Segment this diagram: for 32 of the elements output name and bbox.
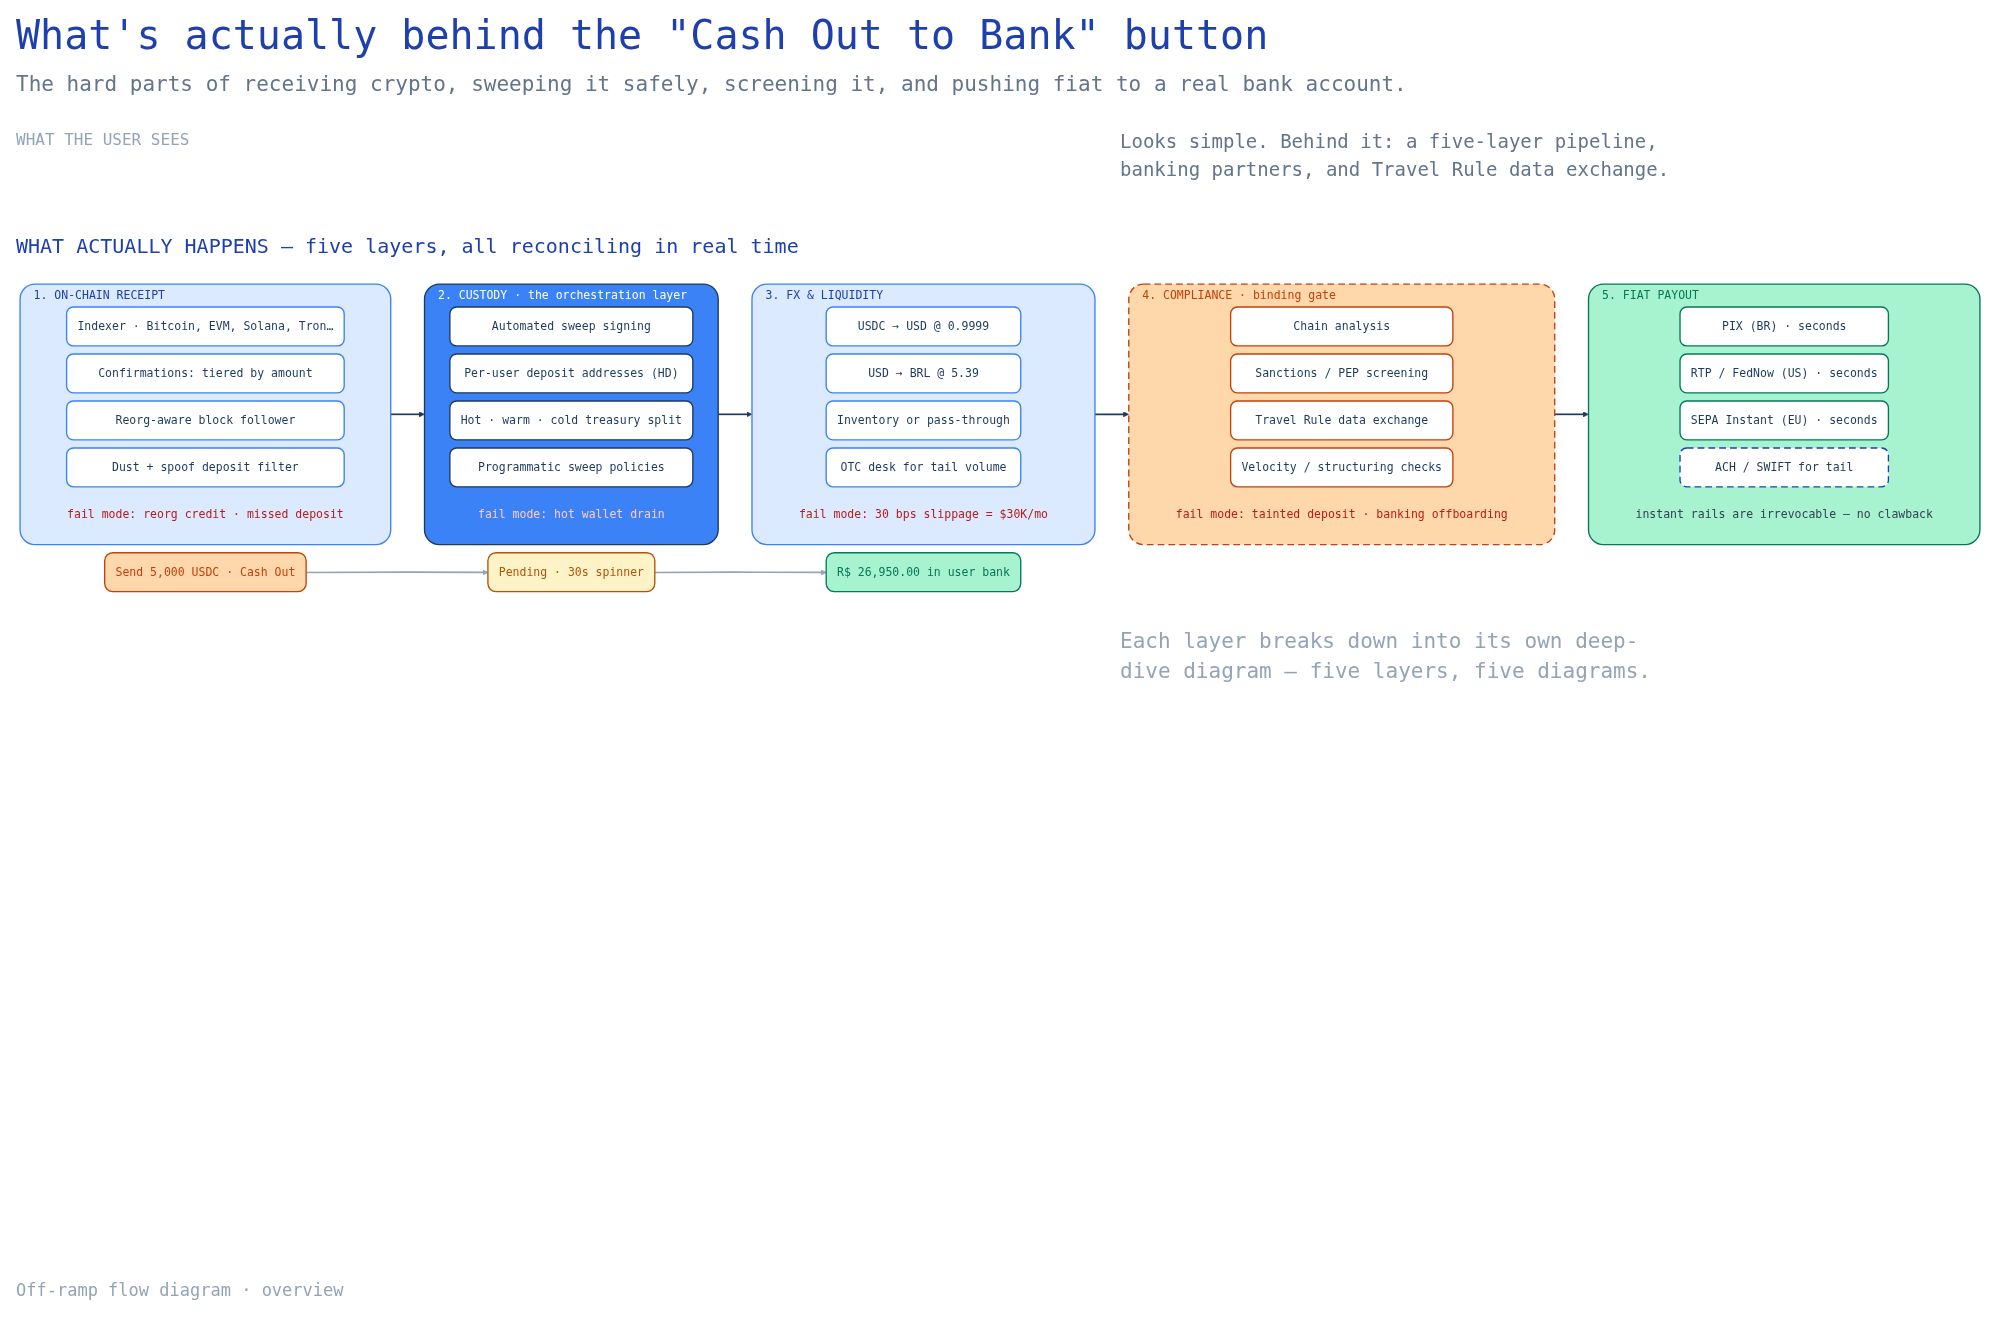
node-box: R$ 26,950.00 in user bank [825, 552, 1022, 593]
subtitle: The hard parts of receiving crypto, sweeping it safely, screening it, and pushing fiat to a real bank account. [16, 72, 1407, 96]
node-box: Hot · warm · cold treasury split [449, 400, 694, 441]
node-box: Chain analysis [1229, 306, 1454, 347]
node-box: USD → BRL @ 5.39 [825, 353, 1022, 394]
arrow [654, 569, 827, 576]
node-box: Dust + spoof deposit filter [65, 447, 345, 488]
section-heading: WHAT THE USER SEES [16, 129, 190, 151]
node-box: Pending · 30s spinner [487, 552, 656, 593]
node-box: Indexer · Bitcoin, EVM, Solana, Tron… [65, 306, 345, 347]
node-box: Send 5,000 USDC · Cash Out [104, 552, 307, 593]
arrow [1094, 411, 1129, 418]
node-box: SEPA Instant (EU) · seconds [1679, 400, 1890, 441]
title: What's actually behind the "Cash Out to Bank" button [16, 12, 1269, 58]
node-box: RTP / FedNow (US) · seconds [1679, 353, 1890, 394]
note-text: Looks simple. Behind it: a five-layer pipeline, banking partners, and Travel Rule data exchange. [1120, 129, 1671, 182]
note-text: Each layer breaks down into its own deep-dive diagram — five layers, five diagrams. [1120, 627, 1652, 686]
node-box: Confirmations: tiered by amount [65, 353, 345, 394]
node-box: OTC desk for tail volume [825, 447, 1022, 488]
node-box: Velocity / structuring checks [1229, 447, 1454, 488]
node-box: USDC → USD @ 0.9999 [825, 306, 1022, 347]
node-box: Programmatic sweep policies [449, 447, 694, 488]
node-box: PIX (BR) · seconds [1679, 306, 1890, 347]
node-box: Sanctions / PEP screening [1229, 353, 1454, 394]
node-box: Automated sweep signing [449, 306, 694, 347]
node-box: Reorg-aware block follower [65, 400, 345, 441]
section-heading: WHAT ACTUALLY HAPPENS — five layers, all reconciling in real time [16, 233, 799, 260]
caption: Off-ramp flow diagram · overview [16, 1280, 344, 1300]
node-box: Per-user deposit addresses (HD) [449, 353, 694, 394]
node-box: ACH / SWIFT for tail [1679, 447, 1890, 488]
node-box: Travel Rule data exchange [1229, 400, 1454, 441]
node-box: Inventory or pass-through [825, 400, 1022, 441]
